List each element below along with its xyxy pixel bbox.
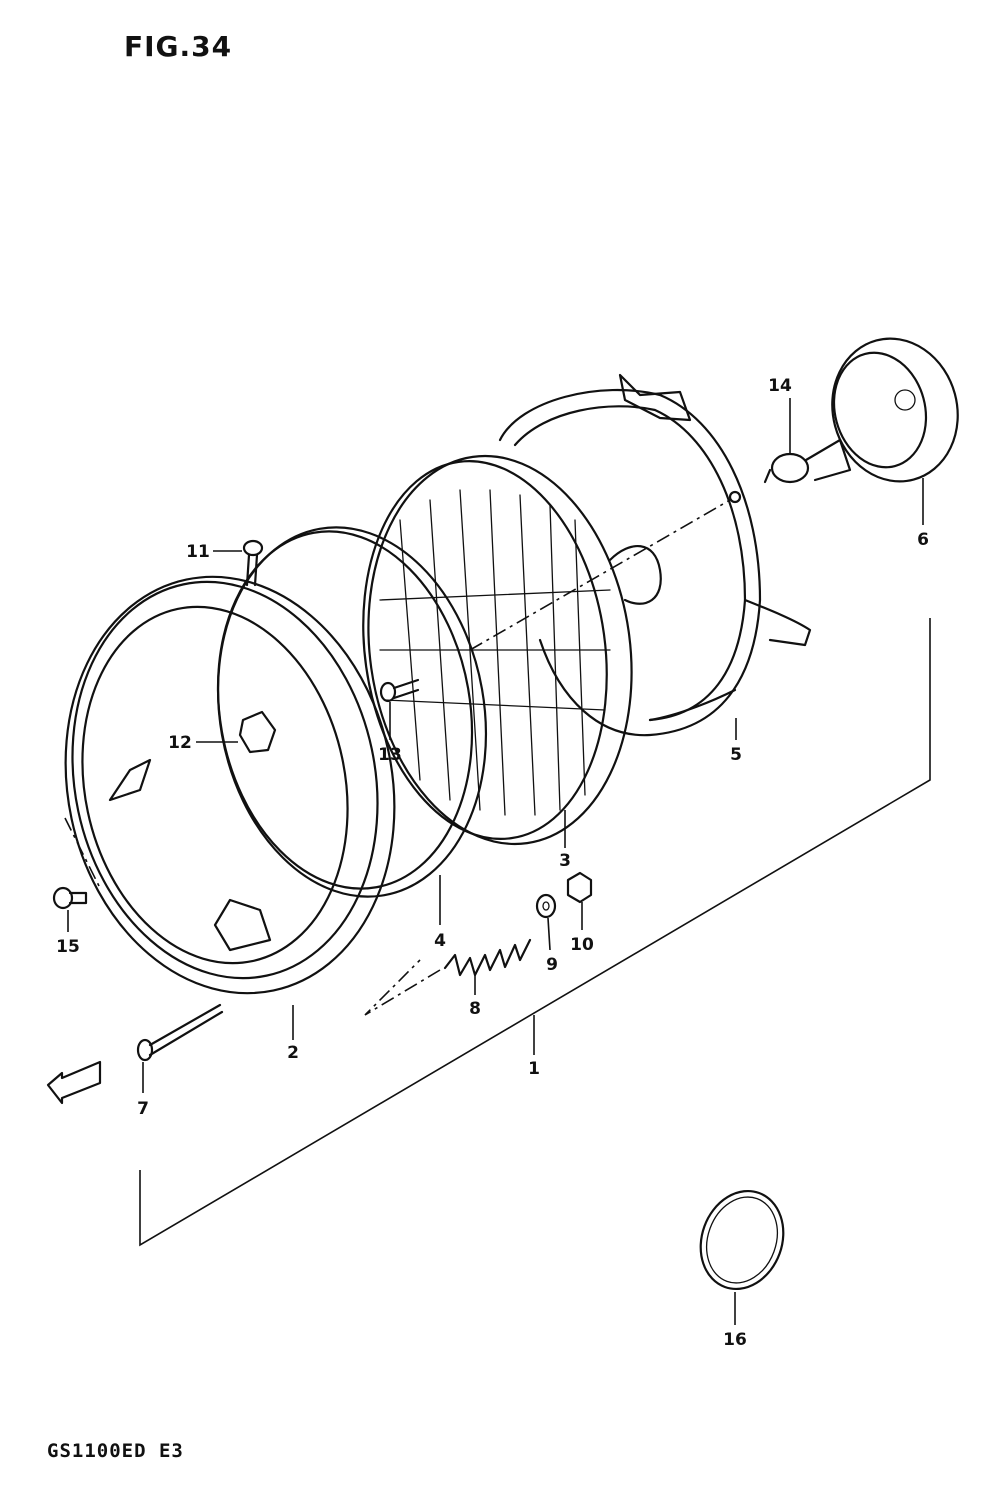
model-code: GS1100ED E3 — [47, 1440, 184, 1462]
callout-5: 5 — [730, 745, 742, 765]
part-6-bulb-socket — [831, 337, 959, 483]
callout-6: 6 — [917, 530, 929, 550]
callout-15: 15 — [56, 937, 80, 957]
part-4-rim — [216, 526, 488, 898]
part-14-bulb — [763, 438, 852, 484]
leader-lines — [67, 398, 924, 1325]
callout-1: 1 — [528, 1059, 540, 1079]
callout-16: 16 — [723, 1330, 747, 1350]
figure-title: FIG.34 — [124, 30, 233, 63]
part-16-emblem — [699, 1189, 785, 1291]
part-3-lens-unit — [362, 454, 662, 846]
alignment-line-13 — [469, 499, 731, 651]
assembly-bracket — [139, 618, 931, 1247]
callout-4: 4 — [434, 931, 446, 951]
part-15-screw — [52, 886, 88, 910]
part-9-washer — [535, 893, 557, 919]
part-2-outer-ring — [64, 575, 396, 995]
callout-8: 8 — [469, 999, 481, 1019]
callout-13: 13 — [378, 745, 402, 765]
callout-14: 14 — [768, 376, 792, 396]
callout-12: 12 — [168, 733, 192, 753]
part-12-nut — [238, 710, 277, 754]
callout-2: 2 — [287, 1043, 299, 1063]
part-7-adjusting-screw — [136, 1003, 224, 1062]
alignment-line-8 — [364, 959, 441, 1016]
callout-3: 3 — [559, 851, 571, 871]
part-5-housing — [498, 373, 812, 737]
part-13-screw — [379, 678, 420, 703]
callout-7: 7 — [137, 1099, 149, 1119]
alignment-line-15 — [64, 817, 101, 889]
part-11-screw — [242, 539, 264, 587]
callout-10: 10 — [570, 935, 594, 955]
callout-11: 11 — [186, 542, 210, 562]
forward-arrow-icon: FWD — [46, 1060, 102, 1105]
part-8-spring — [443, 938, 532, 977]
part-10-nut — [566, 871, 593, 904]
callout-9: 9 — [546, 955, 558, 975]
